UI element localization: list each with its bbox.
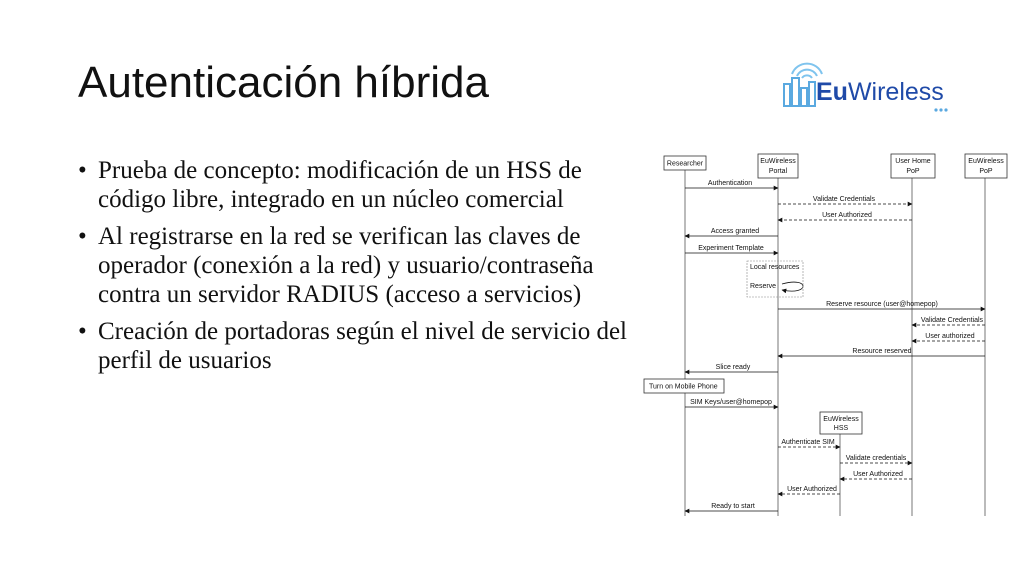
msg-validate-credentials-3: Validate credentials <box>846 455 907 462</box>
slide-title: Autenticación híbrida <box>78 58 489 107</box>
logo-wireless-text: Wireless <box>847 78 944 106</box>
note-local-resources: Local resources <box>750 264 800 271</box>
participant-portal-line1: EuWireless <box>760 158 796 165</box>
msg-user-authorized-3: User Authorized <box>853 471 903 478</box>
bullet-dot: • <box>78 157 87 184</box>
bullet-list: • Prueba de concepto: modificación de un … <box>78 156 638 383</box>
participant-eu-pop-line1: EuWireless <box>968 158 1004 165</box>
msg-resource-reserved: Resource reserved <box>852 348 911 355</box>
bullet-text: Prueba de concepto: modificación de un H… <box>98 157 582 213</box>
bullet-dot: • <box>78 318 87 345</box>
msg-ready-to-start: Ready to start <box>711 503 755 510</box>
msg-access-granted: Access granted <box>711 228 759 235</box>
msg-sim-keys: SIM Keys/user@homepop <box>690 399 772 406</box>
sequence-diagram: Researcher EuWireless Portal User Home P… <box>643 153 1008 516</box>
participant-portal-line2: Portal <box>769 168 788 175</box>
participant-home-pop-line1: User Home <box>895 158 931 165</box>
logo-wordmark: EuWireless <box>816 78 944 107</box>
msg-validate-credentials: Validate Credentials <box>813 196 876 203</box>
bullet-dot: • <box>78 223 87 250</box>
bullet-text: Al registrarse en la red se verifican la… <box>98 223 594 308</box>
msg-reserve-resource: Reserve resource (user@homepop) <box>826 301 938 308</box>
msg-user-authorized-2: User authorized <box>925 333 975 340</box>
logo-eu-text: Eu <box>816 78 848 106</box>
bullet-item: • Prueba de concepto: modificación de un … <box>78 156 638 214</box>
bullet-item: • Al registrarse en la red se verifican l… <box>78 222 638 309</box>
note-turn-on-phone: Turn on Mobile Phone <box>649 384 718 391</box>
participant-hss-line1: EuWireless <box>823 416 859 423</box>
msg-validate-credentials-2: Validate Credentials <box>921 317 984 324</box>
participant-home-pop-line2: PoP <box>906 168 920 175</box>
msg-experiment-template: Experiment Template <box>698 245 764 252</box>
msg-user-authorized: User Authorized <box>822 212 872 219</box>
msg-authenticate-sim: Authenticate SIM <box>781 439 834 446</box>
bullet-text: Creación de portadoras según el nivel de… <box>98 318 627 374</box>
bullet-item: • Creación de portadoras según el nivel d… <box>78 317 638 375</box>
participant-researcher: Researcher <box>667 161 704 168</box>
logo-graphic <box>783 62 948 112</box>
note-reserve: Reserve <box>750 283 776 290</box>
euwireless-logo: EuWireless <box>778 56 958 120</box>
msg-authentication: Authentication <box>708 180 752 187</box>
msg-slice-ready: Slice ready <box>716 364 751 371</box>
participant-eu-pop-line2: PoP <box>979 168 993 175</box>
participant-hss-line2: HSS <box>834 425 849 432</box>
msg-user-authorized-4: User Authorized <box>787 486 837 493</box>
